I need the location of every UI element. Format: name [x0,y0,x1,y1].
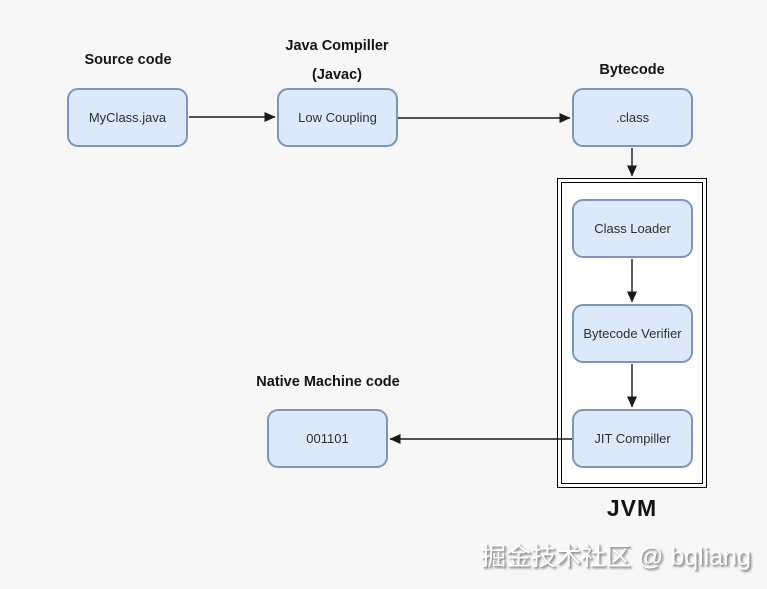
node-class-loader: Class Loader [572,199,693,258]
node-jit-compiler: JIT Compiller [572,409,693,468]
watermark: 掘金技术社区 @ bqliang [481,543,751,571]
node-bytecode-verifier: Bytecode Verifier [572,304,693,363]
caption-source-code: Source code [84,52,172,68]
node-jit-compiler-label: JIT Compiller [594,431,671,446]
node-bytecode-verifier-label: Bytecode Verifier [583,326,682,341]
caption-native-machine-code: Native Machine code [256,374,400,390]
node-bytecode-file-label: .class [615,110,650,125]
node-native-code: 001101 [267,409,388,468]
caption-jvm: JVM [606,495,658,521]
node-source-file-label: MyClass.java [88,110,167,125]
node-bytecode-file: .class [572,88,693,147]
node-compiler-label: Low Coupling [298,110,377,125]
node-compiler: Low Coupling [277,88,398,147]
caption-javac: (Javac) [312,67,362,83]
node-class-loader-label: Class Loader [594,221,671,236]
caption-java-compiler: Java Compiller [285,38,389,54]
caption-bytecode: Bytecode [599,62,665,78]
node-native-code-label: 001101 [306,431,349,446]
node-source-file: MyClass.java [67,88,188,147]
jvm-inner-frame [561,182,703,484]
